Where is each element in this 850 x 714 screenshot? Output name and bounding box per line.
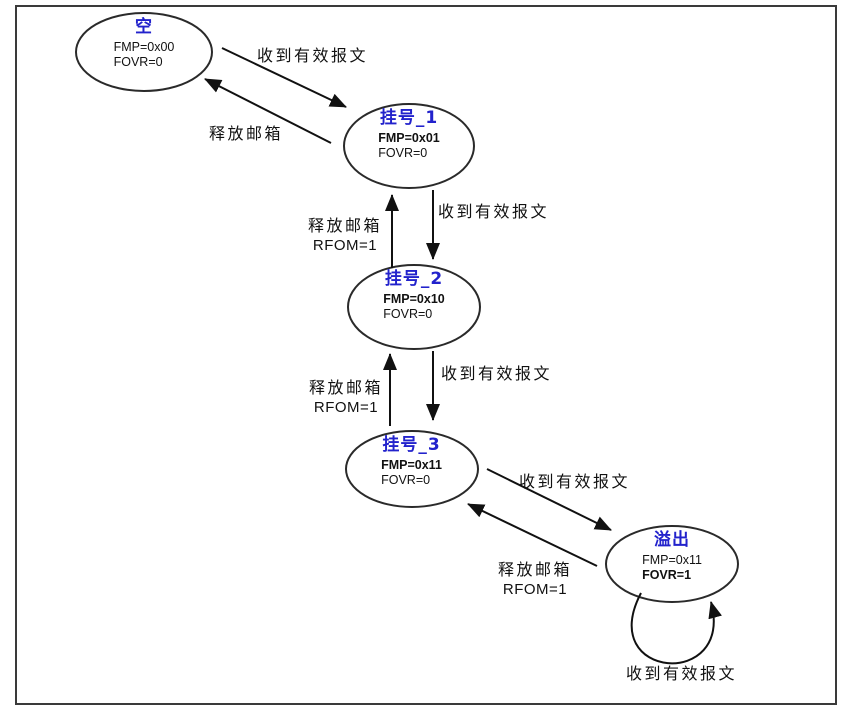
state-overflow-title: 溢出 <box>654 530 690 550</box>
state-ellipse-pending-2 <box>347 264 481 350</box>
state-pending-3-fmp: FMP=0x11 <box>381 458 442 472</box>
state-pending-2-title: 挂号_2 <box>384 269 444 289</box>
transition-label-pending1-to-pending2: 收到有效报文 <box>438 202 550 221</box>
release-mailbox-label: 释放邮箱 <box>307 216 382 235</box>
transition-label-pending2-to-pending3: 收到有效报文 <box>441 364 553 383</box>
release-mailbox-label: 释放邮箱 <box>308 378 383 397</box>
state-ellipse-empty <box>75 12 213 92</box>
state-pending-3-fovr: FOVR=0 <box>381 473 431 487</box>
transition-label-overflow-to-pending3: 释放邮箱 RFOM=1 <box>490 560 580 599</box>
arrow-overflow-self-loop <box>630 592 722 665</box>
state-pending-3: 挂号_3 FMP=0x11 FOVR=0 <box>346 431 477 507</box>
state-overflow-fmp: FMP=0x11 <box>642 553 702 567</box>
state-pending-1-title: 挂号_1 <box>379 108 439 128</box>
arrow-pending1-to-empty <box>204 78 332 144</box>
diagram-border <box>15 5 837 705</box>
release-mailbox-label: 释放邮箱 <box>497 560 572 579</box>
transition-label-pending3-to-overflow: 收到有效报文 <box>519 472 631 491</box>
arrow-overflow-to-pending3 <box>467 503 598 567</box>
rfom-label: RFOM=1 <box>312 237 378 254</box>
state-ellipse-overflow <box>605 525 739 603</box>
rfom-label: RFOM=1 <box>313 399 379 416</box>
state-overflow: 溢出 FMP=0x11 FOVR=1 <box>606 526 738 602</box>
state-pending-2-fovr: FOVR=0 <box>383 307 433 321</box>
state-ellipse-pending-1 <box>343 103 475 189</box>
transition-label-overflow-self-loop: 收到有效报文 <box>626 664 738 683</box>
transition-label-pending2-to-pending1: 释放邮箱 RFOM=1 <box>300 216 390 255</box>
transition-label-pending1-to-empty: 释放邮箱 <box>209 124 284 143</box>
state-ellipse-pending-3 <box>345 430 479 508</box>
state-pending-1-fmp: FMP=0x01 <box>378 131 440 145</box>
state-pending-3-title: 挂号_3 <box>382 435 441 455</box>
state-empty-fmp: FMP=0x00 <box>113 40 175 54</box>
rfom-label: RFOM=1 <box>502 581 568 598</box>
state-pending-2-fmp: FMP=0x10 <box>383 292 445 306</box>
state-empty-title: 空 <box>135 17 153 37</box>
arrow-empty-to-pending1 <box>221 47 347 108</box>
state-pending-2: 挂号_2 FMP=0x10 FOVR=0 <box>348 265 480 349</box>
transition-label-empty-to-pending1: 收到有效报文 <box>257 46 369 65</box>
state-pending-1: 挂号_1 FMP=0x01 FOVR=0 <box>344 104 474 188</box>
state-empty-fovr: FOVR=0 <box>113 55 163 69</box>
state-overflow-fovr: FOVR=1 <box>642 568 692 582</box>
state-empty: 空 FMP=0x00 FOVR=0 <box>76 13 212 91</box>
state-pending-1-fovr: FOVR=0 <box>378 146 428 160</box>
transition-label-pending3-to-pending2: 释放邮箱 RFOM=1 <box>302 378 390 417</box>
arrow-pending3-to-overflow <box>486 468 612 531</box>
